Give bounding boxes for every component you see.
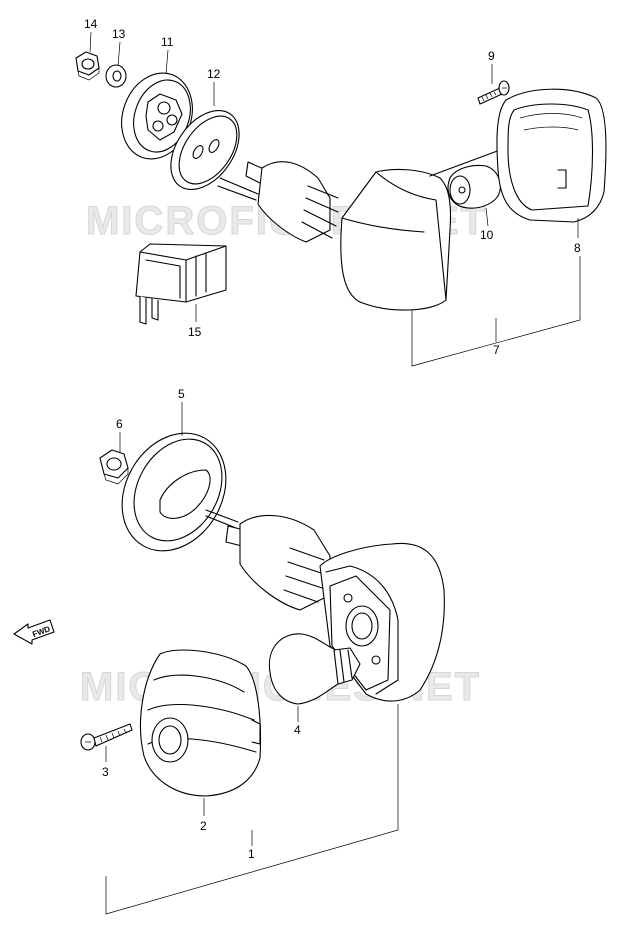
- callout-6: 6: [116, 417, 123, 431]
- callout-5: 5: [178, 387, 185, 401]
- callout-12: 12: [207, 67, 221, 81]
- callout-7: 7: [493, 343, 500, 357]
- callout-1: 1: [248, 847, 255, 861]
- callout-13: 13: [112, 27, 126, 41]
- callout-14: 14: [84, 17, 98, 31]
- part-9-screw[interactable]: [477, 80, 510, 105]
- part-8-lens[interactable]: [496, 88, 607, 223]
- part-14-nut[interactable]: [75, 51, 100, 81]
- part-6-nut[interactable]: [99, 449, 129, 485]
- leader-lines-top: [89, 31, 581, 367]
- fwd-arrow: FWD: [13, 619, 55, 645]
- callout-15: 15: [188, 325, 202, 339]
- part-2-lens[interactable]: [139, 649, 262, 797]
- callout-3: 3: [102, 765, 109, 779]
- callout-labels: 14 13 11 12 9 10 8 15 7 5 6 4 3 2 1: [84, 17, 581, 861]
- leader-lines-bottom: [105, 402, 399, 915]
- callout-11: 11: [161, 35, 174, 49]
- part-5-mounting-rubber[interactable]: [101, 414, 246, 569]
- callout-10: 10: [480, 228, 494, 242]
- part-7-turn-signal-assy-rear-housing[interactable]: [217, 161, 452, 311]
- part-15-relay[interactable]: [135, 243, 227, 325]
- part-3-screw[interactable]: [80, 723, 133, 751]
- part-12-gasket[interactable]: [157, 98, 253, 202]
- part-4-bulb[interactable]: [268, 633, 361, 705]
- callout-2: 2: [200, 819, 207, 833]
- callout-9: 9: [488, 49, 495, 63]
- part-13-washer[interactable]: [105, 64, 127, 88]
- callout-8: 8: [574, 241, 581, 255]
- part-11-mounting-rubber[interactable]: [110, 63, 204, 169]
- part-10-bulb[interactable]: [429, 149, 501, 209]
- callout-4: 4: [294, 723, 301, 737]
